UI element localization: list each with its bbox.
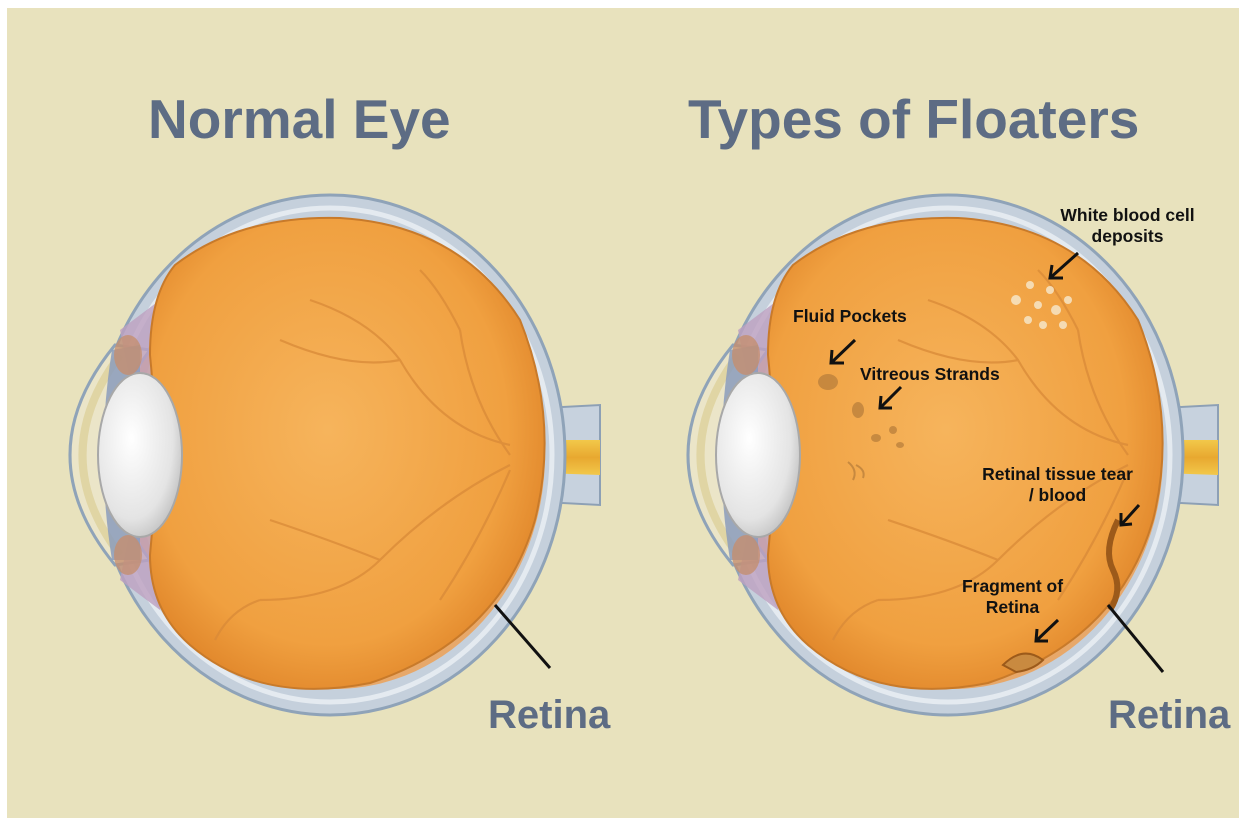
normal-eye-illustration [70,195,600,715]
fluid-pockets-label: Fluid Pockets [793,306,907,327]
floaters-eye-illustration [688,195,1218,715]
retina-pointer-line [495,605,550,668]
white-blood-cell-label: White blood cell deposits [1030,205,1225,247]
retina-label-right: Retina [1108,695,1230,735]
floaters-title: Types of Floaters [688,92,1139,147]
normal-eye-title: Normal Eye [148,92,451,147]
vitreous-strands-label: Vitreous Strands [860,364,1000,385]
retina-fragment-label: Fragment of Retina [945,576,1080,618]
retinal-tear-label: Retinal tissue tear / blood [980,464,1135,506]
retina-label-left: Retina [488,695,610,735]
fluid-pocket [818,374,838,390]
